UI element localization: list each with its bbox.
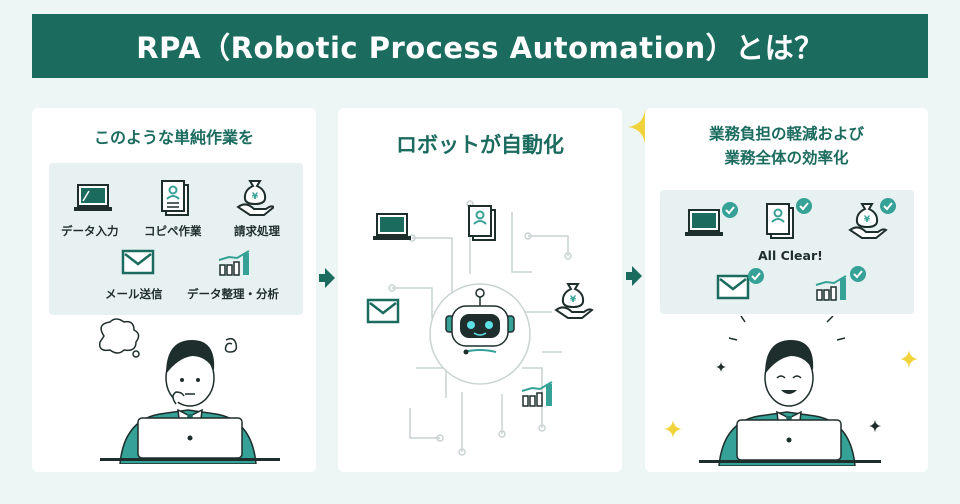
- panel-title-line: 業務全体の効率化: [724, 149, 849, 167]
- page-title: RPA（Robotic Process Automation）とは？: [136, 31, 824, 65]
- panel-title-efficiency: 業務負担の軽減および 業務全体の効率化: [645, 122, 928, 170]
- bar-chart-icon: [218, 250, 250, 276]
- happy-worker-illustration: [699, 316, 881, 466]
- task-label: メール送信: [105, 287, 163, 301]
- laptop-icon: [74, 184, 112, 211]
- status-all-clear: All Clear!: [758, 248, 823, 263]
- thinking-worker-illustration: [98, 318, 280, 464]
- svg-text:¥: ¥: [864, 215, 871, 225]
- money-bag-hand-icon: ¥: [236, 180, 274, 216]
- panel-efficiency: 業務負担の軽減および 業務全体の効率化 ¥ All Clear!: [645, 108, 928, 472]
- document-icon: [161, 180, 189, 216]
- arrow-right-icon: [626, 266, 642, 286]
- money-bag-hand-icon: ¥: [848, 198, 896, 239]
- panel-manual-work: このような単純作業を データ入力 コピペ作業 ¥ 請求処理: [32, 108, 316, 472]
- laptop-icon: [685, 202, 738, 236]
- robot-network-illustration: ¥: [366, 200, 594, 456]
- page-title-banner: RPA（Robotic Process Automation）とは？: [32, 14, 928, 78]
- svg-text:¥: ¥: [570, 295, 577, 305]
- task-label: データ整理・分析: [187, 287, 279, 301]
- panel-title-robot-automation: ロボットが自動化: [396, 133, 564, 157]
- svg-text:¥: ¥: [252, 192, 259, 202]
- panel-title-manual-work: このような単純作業を: [93, 128, 254, 147]
- mail-icon: [716, 268, 764, 300]
- document-icon: [766, 198, 812, 239]
- task-label: 請求処理: [234, 224, 280, 238]
- sparkle-icon: [716, 362, 726, 372]
- mail-icon: [121, 249, 155, 275]
- bar-chart-icon: [815, 266, 866, 301]
- task-icons-box: データ入力 コピペ作業 ¥ 請求処理 メール送信: [49, 163, 303, 315]
- sparkle-icon: [664, 420, 682, 438]
- sparkle-icon: [869, 420, 881, 432]
- sparkle-icon: [900, 350, 918, 368]
- completed-tasks-box: ¥ All Clear!: [660, 190, 914, 314]
- panel-title-line: 業務負担の軽減および: [708, 125, 864, 143]
- task-label: データ入力: [61, 224, 119, 238]
- arrow-right-icon: [319, 268, 335, 288]
- panel-robot-automation: ロボットが自動化: [338, 108, 622, 472]
- task-label: コピペ作業: [144, 224, 202, 238]
